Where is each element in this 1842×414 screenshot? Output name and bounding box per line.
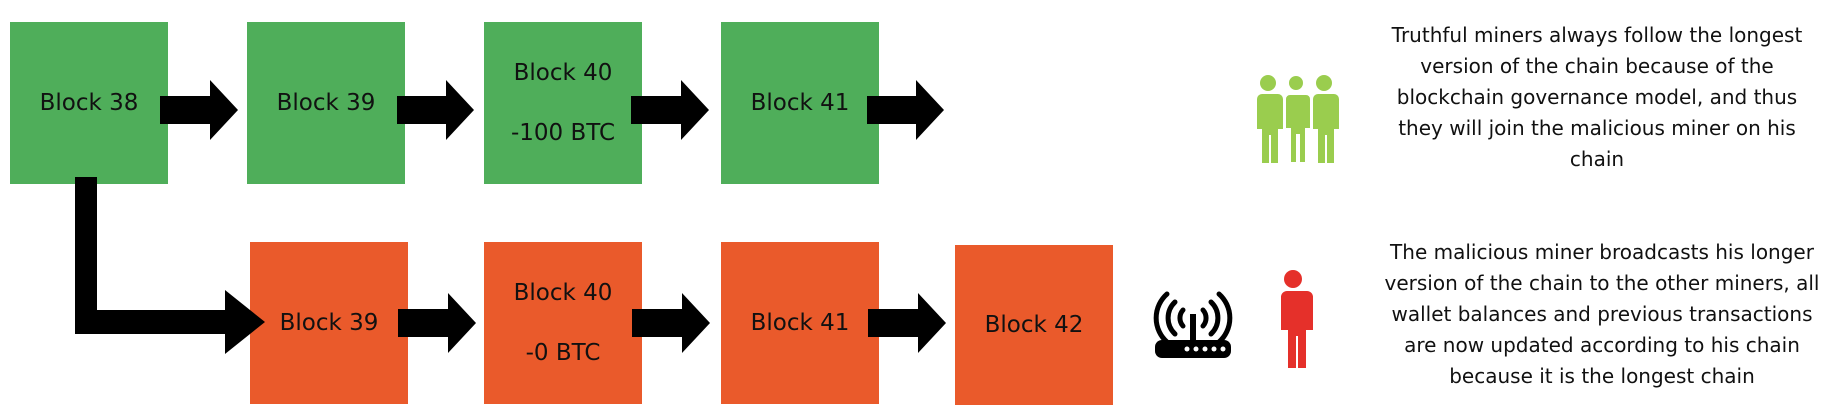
fork-arrow [75,177,265,354]
block-label: Block 40 [513,60,613,86]
block-label: Block 42 [984,312,1084,338]
miners-group-icon [1257,74,1339,164]
honest-block-39: Block 39 [247,22,405,184]
block-label: Block 39 [276,90,376,116]
malicious-block-42: Block 42 [955,245,1113,405]
block-label: Block 40 [513,280,613,306]
malicious-block-41: Block 41 [721,242,879,404]
block-value: -0 BTC [525,340,601,366]
wifi-router-icon [1153,291,1233,358]
honest-block-41: Block 41 [721,22,879,184]
honest-miners-note: Truthful miners always follow the longes… [1391,23,1803,171]
right-arrow [867,80,944,140]
block-label: Block 38 [39,90,139,116]
right-arrow [398,293,476,353]
block-label: Block 41 [750,90,850,116]
right-arrow [632,293,710,353]
honest-block-40: Block 40 -100 BTC [484,22,642,184]
right-arrow [868,293,946,353]
honest-block-38: Block 38 [10,22,168,184]
malicious-block-39: Block 39 [250,242,408,404]
block-value: -100 BTC [510,120,616,146]
right-arrow [160,80,238,140]
arrows-layer [75,80,946,354]
right-arrow [397,80,474,140]
malicious-block-40: Block 40 -0 BTC [484,242,642,404]
block-label: Block 41 [750,310,850,336]
right-arrow [631,80,709,140]
person-icon [1279,270,1313,368]
malicious-miner-note: The malicious miner broadcasts his longe… [1384,240,1820,388]
block-label: Block 39 [279,310,379,336]
